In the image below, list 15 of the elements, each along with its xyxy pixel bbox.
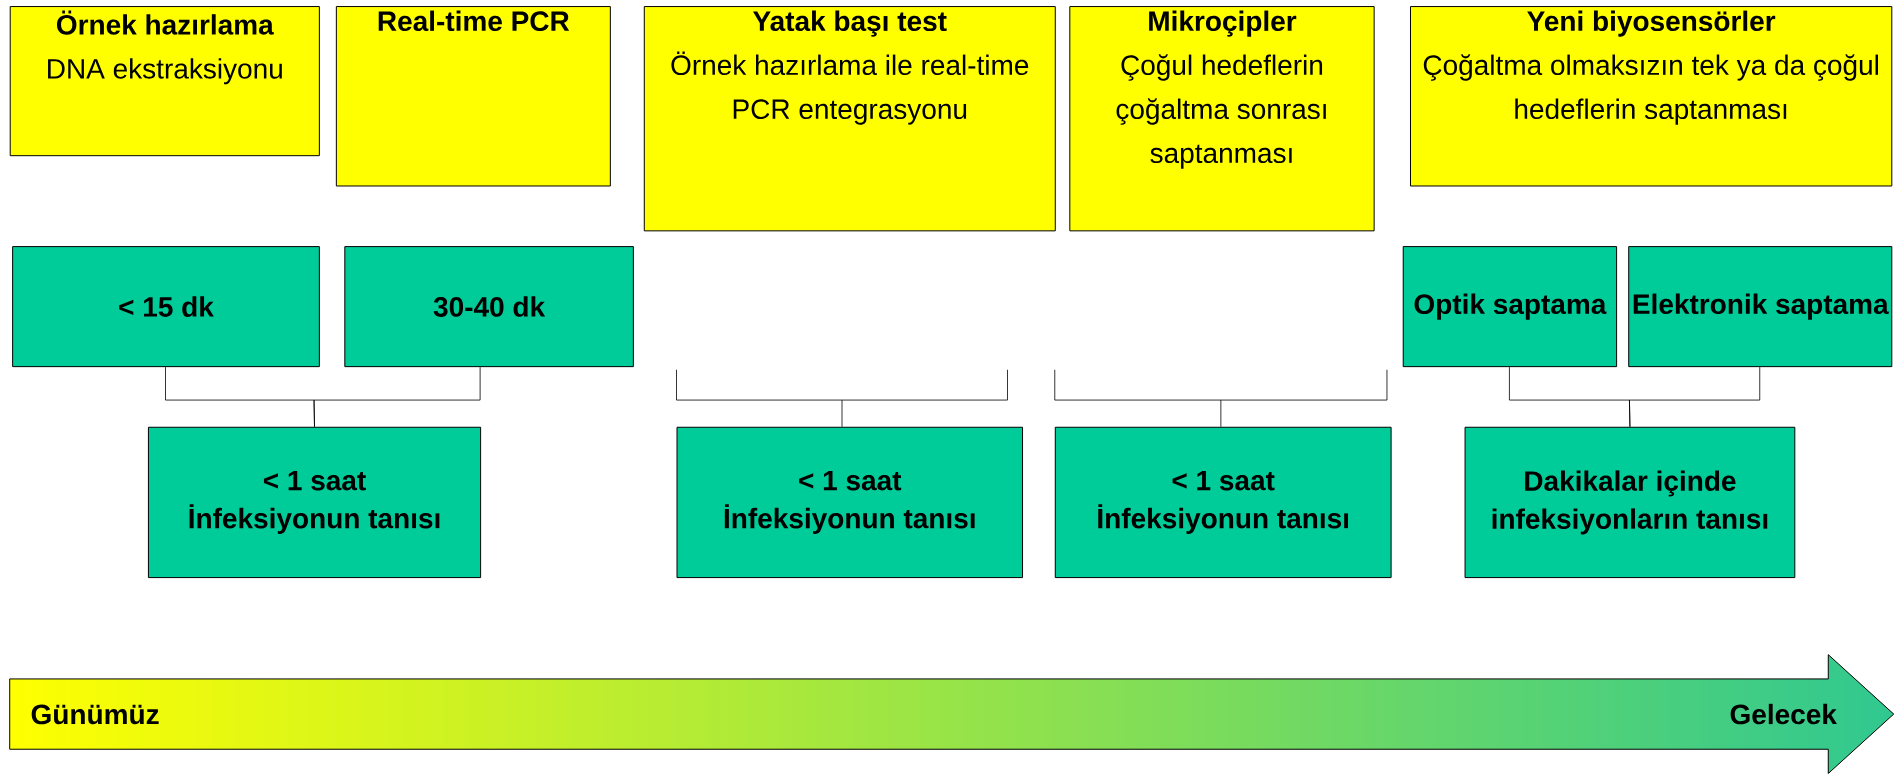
time-box: < 1 saat İnfeksiyonun tanısı [1054,426,1392,579]
time-box: < 1 saat İnfeksiyonun tanısı [676,426,1024,579]
bracket-connector [313,366,481,428]
time-box: Dakikalar içinde infeksiyonların tanısı [1464,426,1796,579]
info-box: Yeni biyosensörler Çoğaltma olmaksızın tek ya da çoğul hedeflerin saptanması [1410,6,1893,187]
time-box: Optik saptama [1402,246,1618,368]
info-box: Örnek hazırlama DNA ekstraksiyonu [9,6,320,157]
info-box: Yatak başı test Örnek hazırlama ile real-time PCR entegrasyonu [643,6,1056,232]
time-box: < 1 saat İnfeksiyonun tanısı [147,426,482,579]
time-box: 30-40 dk [344,246,634,368]
bracket-connector [1629,366,1761,428]
time-box: < 15 dk [12,246,320,368]
time-box: Elektronik saptama [1628,246,1893,368]
info-box: Mikroçipler Çoğul hedeflerin çoğaltma sonrası saptanması [1069,6,1375,232]
info-box: Real-time PCR [335,6,611,187]
